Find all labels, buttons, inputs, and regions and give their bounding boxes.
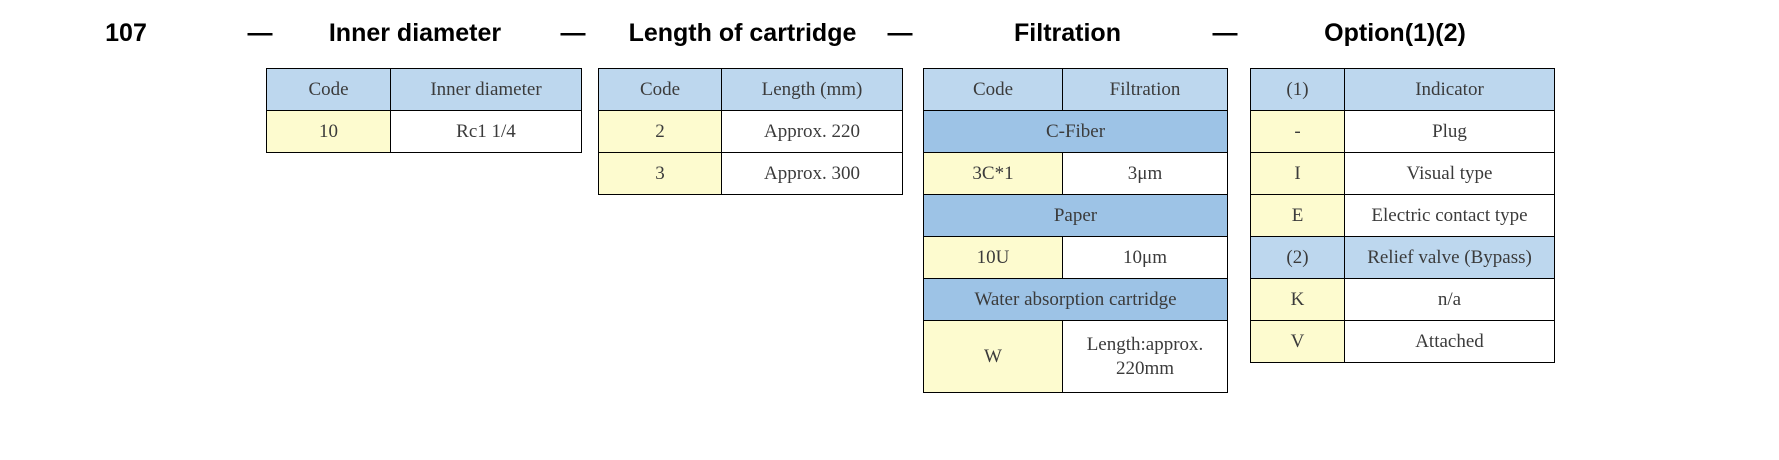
cell-code: I [1250,152,1345,195]
code-segment-base-model: 107 [105,19,147,47]
table-row: V Attached [1250,320,1555,363]
table-section-row: Water absorption cartridge [923,278,1228,321]
cell-code: V [1250,320,1345,363]
model-code-line: 107 — Inner diameter — Length of cartrid… [0,12,1779,54]
table-row: K n/a [1250,278,1555,321]
code-segment-length-of-cartridge: Length of cartridge [628,19,857,47]
cell-code: - [1250,110,1345,153]
code-segment-option: Option(1)(2) [1324,19,1466,47]
column-header-inner-diameter: Inner diameter [390,68,582,111]
table-row: 2 Approx. 220 [598,110,903,153]
table-subheader-row: (2) Relief valve (Bypass) [1250,236,1555,279]
code-separator-dash-4: — [1212,19,1238,47]
cell-value: Visual type [1344,152,1555,195]
cell-code: W [923,320,1063,393]
column-header-length: Length (mm) [721,68,903,111]
cell-code: 3 [598,152,722,195]
subheader-option-2: (2) [1250,236,1345,279]
section-header-c-fiber: C-Fiber [923,110,1228,153]
table-inner-diameter: Code Inner diameter 10 Rc1 1/4 [266,68,582,153]
cell-value: Approx. 220 [721,110,903,153]
code-segment-inner-diameter: Inner diameter [328,19,502,47]
table-row: 10 Rc1 1/4 [266,110,582,153]
table-header-row: Code Filtration [923,68,1228,111]
cell-code: 10U [923,236,1063,279]
table-row: 3 Approx. 300 [598,152,903,195]
table-row: I Visual type [1250,152,1555,195]
table-section-row: C-Fiber [923,110,1228,153]
cell-value: n/a [1344,278,1555,321]
cell-value: Plug [1344,110,1555,153]
code-separator-dash-2: — [560,19,586,47]
subheader-relief-valve: Relief valve (Bypass) [1344,236,1555,279]
table-filtration: Code Filtration C-Fiber 3C*1 3μm Paper 1… [923,68,1228,393]
cell-value: Rc1 1/4 [390,110,582,153]
table-length-of-cartridge: Code Length (mm) 2 Approx. 220 3 Approx.… [598,68,903,195]
table-header-row: Code Inner diameter [266,68,582,111]
cell-value: Length:approx. 220mm [1062,320,1228,393]
code-separator-dash-1: — [247,19,273,47]
column-header-code: Code [266,68,391,111]
column-header-option-1: (1) [1250,68,1345,111]
column-header-indicator: Indicator [1344,68,1555,111]
column-header-code: Code [923,68,1063,111]
cell-value: Electric contact type [1344,194,1555,237]
table-row: - Plug [1250,110,1555,153]
section-header-water-absorption-cartridge: Water absorption cartridge [923,278,1228,321]
cell-code: E [1250,194,1345,237]
section-header-paper: Paper [923,194,1228,237]
cell-value: 3μm [1062,152,1228,195]
cell-value: Approx. 300 [721,152,903,195]
cell-code: 10 [266,110,391,153]
table-header-row: (1) Indicator [1250,68,1555,111]
code-segment-filtration: Filtration [1014,19,1121,47]
cell-value: 10μm [1062,236,1228,279]
table-row: E Electric contact type [1250,194,1555,237]
column-header-filtration: Filtration [1062,68,1228,111]
table-row: 10U 10μm [923,236,1228,279]
cell-code: 2 [598,110,722,153]
table-header-row: Code Length (mm) [598,68,903,111]
cell-code: 3C*1 [923,152,1063,195]
code-separator-dash-3: — [887,19,913,47]
column-header-code: Code [598,68,722,111]
table-row: W Length:approx. 220mm [923,320,1228,393]
table-option: (1) Indicator - Plug I Visual type E Ele… [1250,68,1555,363]
cell-value: Attached [1344,320,1555,363]
cell-code: K [1250,278,1345,321]
table-row: 3C*1 3μm [923,152,1228,195]
table-section-row: Paper [923,194,1228,237]
